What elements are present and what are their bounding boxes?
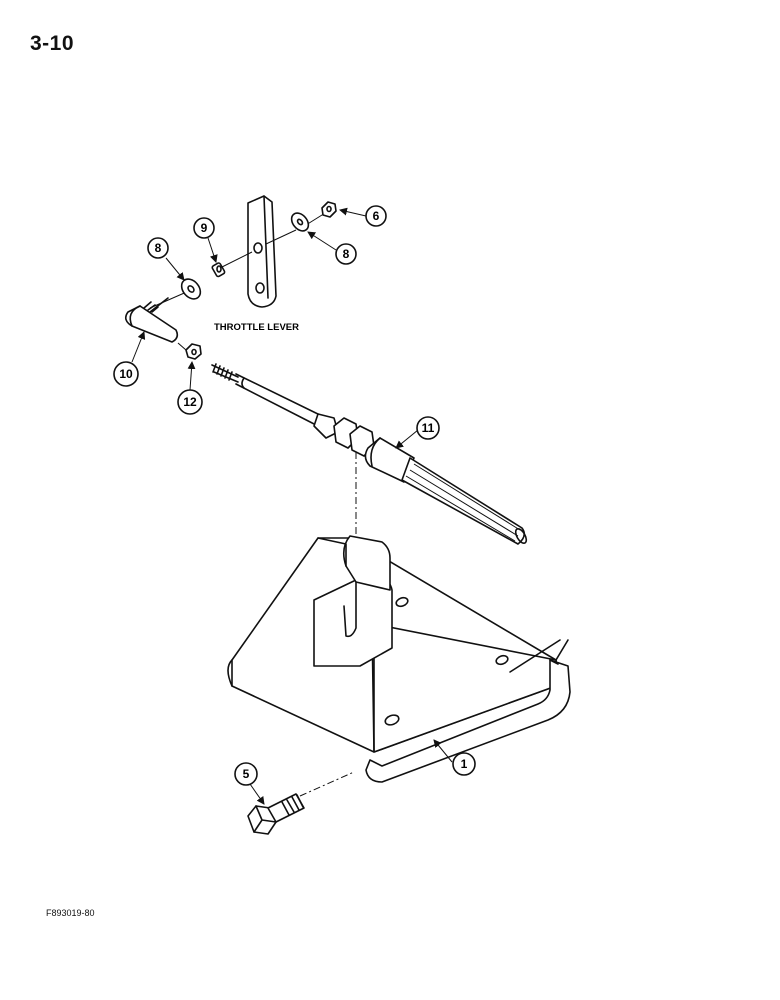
ball-joint-centerline	[177, 342, 187, 351]
jam-nut-12	[185, 343, 202, 360]
callout-10: 10	[113, 331, 146, 387]
mounting-bracket-1	[227, 535, 571, 783]
svg-text:6: 6	[373, 209, 380, 223]
lever-assembly-centerline	[149, 209, 331, 309]
svg-text:10: 10	[119, 367, 133, 381]
washer-8-right	[290, 212, 310, 232]
callout-5: 5	[234, 762, 265, 805]
washer-8-left	[180, 278, 202, 300]
page-number: 3-10	[30, 32, 75, 55]
throttle-lever	[247, 195, 277, 308]
svg-text:12: 12	[183, 395, 197, 409]
throttle-lever-label: THROTTLE LEVER	[214, 322, 299, 333]
svg-text:8: 8	[155, 241, 162, 255]
spacer-9	[211, 262, 226, 278]
svg-text:8: 8	[343, 247, 350, 261]
callout-9: 9	[193, 217, 218, 263]
callout-1: 1	[433, 739, 476, 776]
svg-text:5: 5	[243, 767, 250, 781]
bolt-centerline	[299, 771, 355, 797]
callout-8-left: 8	[147, 237, 185, 281]
callout-6: 6	[339, 205, 387, 227]
svg-text:1: 1	[461, 757, 468, 771]
nut-6	[321, 201, 337, 218]
ball-joint-10	[124, 297, 179, 343]
callout-12: 12	[177, 361, 203, 415]
throttle-cable-11	[211, 363, 528, 545]
callout-11: 11	[395, 416, 440, 449]
callout-8-right: 8	[307, 231, 357, 265]
svg-text:9: 9	[201, 221, 208, 235]
svg-text:11: 11	[422, 421, 435, 435]
figure-code: F893019-80	[46, 908, 95, 918]
bolt-5	[247, 793, 305, 835]
